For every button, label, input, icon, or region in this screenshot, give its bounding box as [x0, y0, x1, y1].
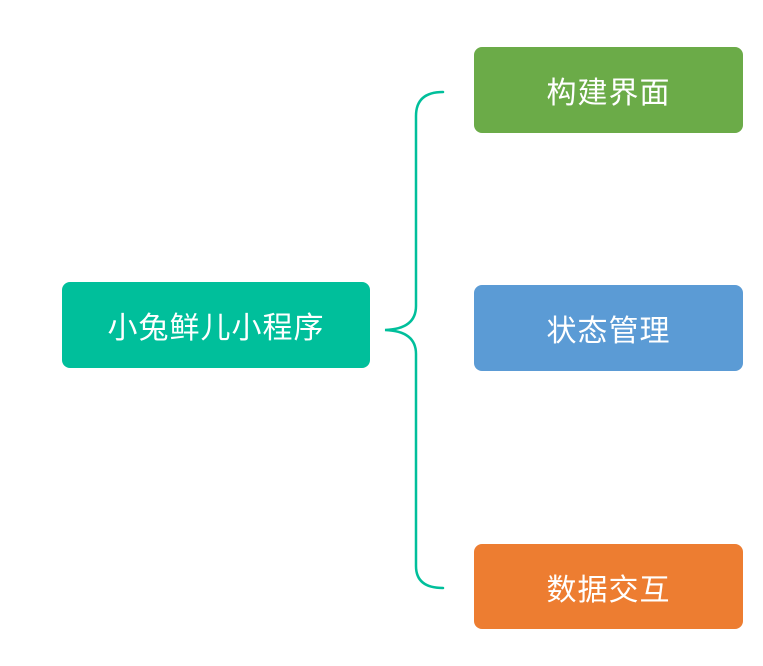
- root-node-label: 小兔鲜儿小程序: [107, 312, 325, 345]
- branch-node-data-interaction: 数据交互: [474, 544, 743, 629]
- branch-node-label: 构建界面: [546, 77, 671, 110]
- branch-node-state-management: 状态管理: [474, 285, 743, 371]
- branch-node-label: 数据交互: [546, 573, 671, 607]
- branch-node-label: 状态管理: [546, 315, 671, 348]
- curly-brace-path: [384, 90, 445, 590]
- branch-node-build-ui: 构建界面: [474, 47, 743, 133]
- root-node: 小兔鲜儿小程序: [62, 282, 370, 368]
